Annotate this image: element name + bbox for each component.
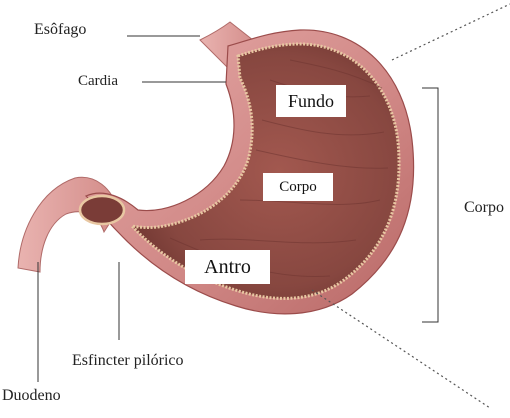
pyloric-opening (80, 196, 124, 224)
esofago-label: Esôfago (34, 22, 86, 38)
fundo-label: Fundo (276, 85, 346, 117)
corpo-side-label: Corpo (464, 200, 504, 216)
duodeno-label: Duodeno (2, 388, 61, 404)
corpo-inner-label: Corpo (263, 173, 333, 201)
antro-label: Antro (185, 250, 270, 284)
zoom-line-bottom (312, 290, 490, 408)
esfincter-label: Esfincter pilórico (72, 353, 184, 369)
cardia-label: Cardia (78, 74, 118, 89)
zoom-line-top (392, 4, 510, 60)
corpo-bracket (422, 88, 438, 322)
